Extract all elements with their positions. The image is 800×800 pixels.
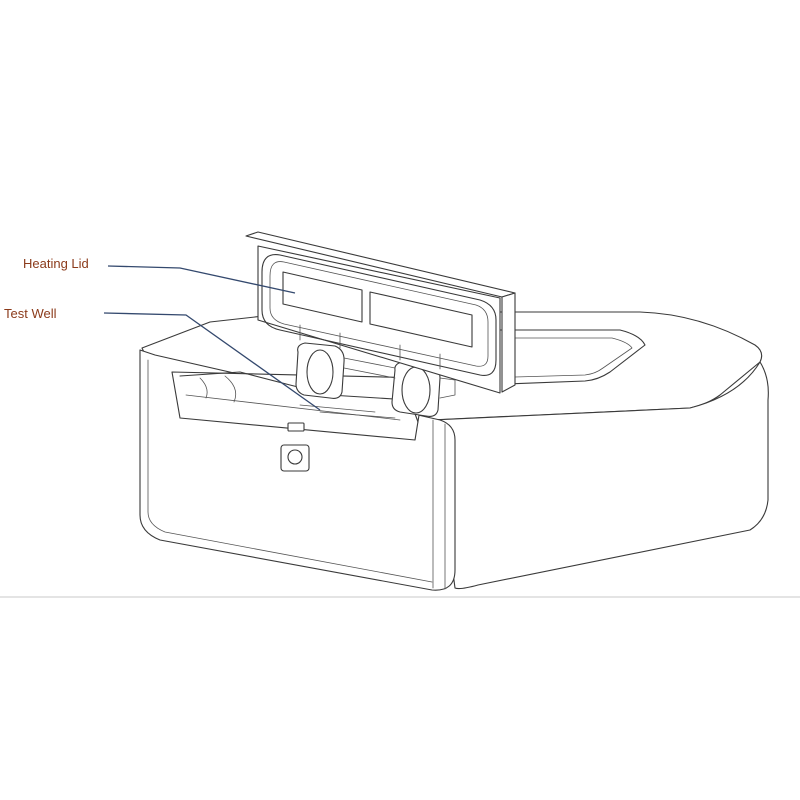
heating-pad-right <box>369 291 473 348</box>
heating-lid-label: Heating Lid <box>23 256 89 271</box>
hinge-rollers <box>295 342 456 417</box>
heating-lid <box>245 231 516 394</box>
heating-pad-left <box>282 271 363 323</box>
front-button <box>280 444 310 472</box>
test-well-leader <box>103 312 321 411</box>
latch-slot <box>287 422 305 432</box>
front-button-ring <box>287 449 303 465</box>
test-well-label: Test Well <box>4 306 57 321</box>
heating-lid-leader <box>107 265 296 294</box>
